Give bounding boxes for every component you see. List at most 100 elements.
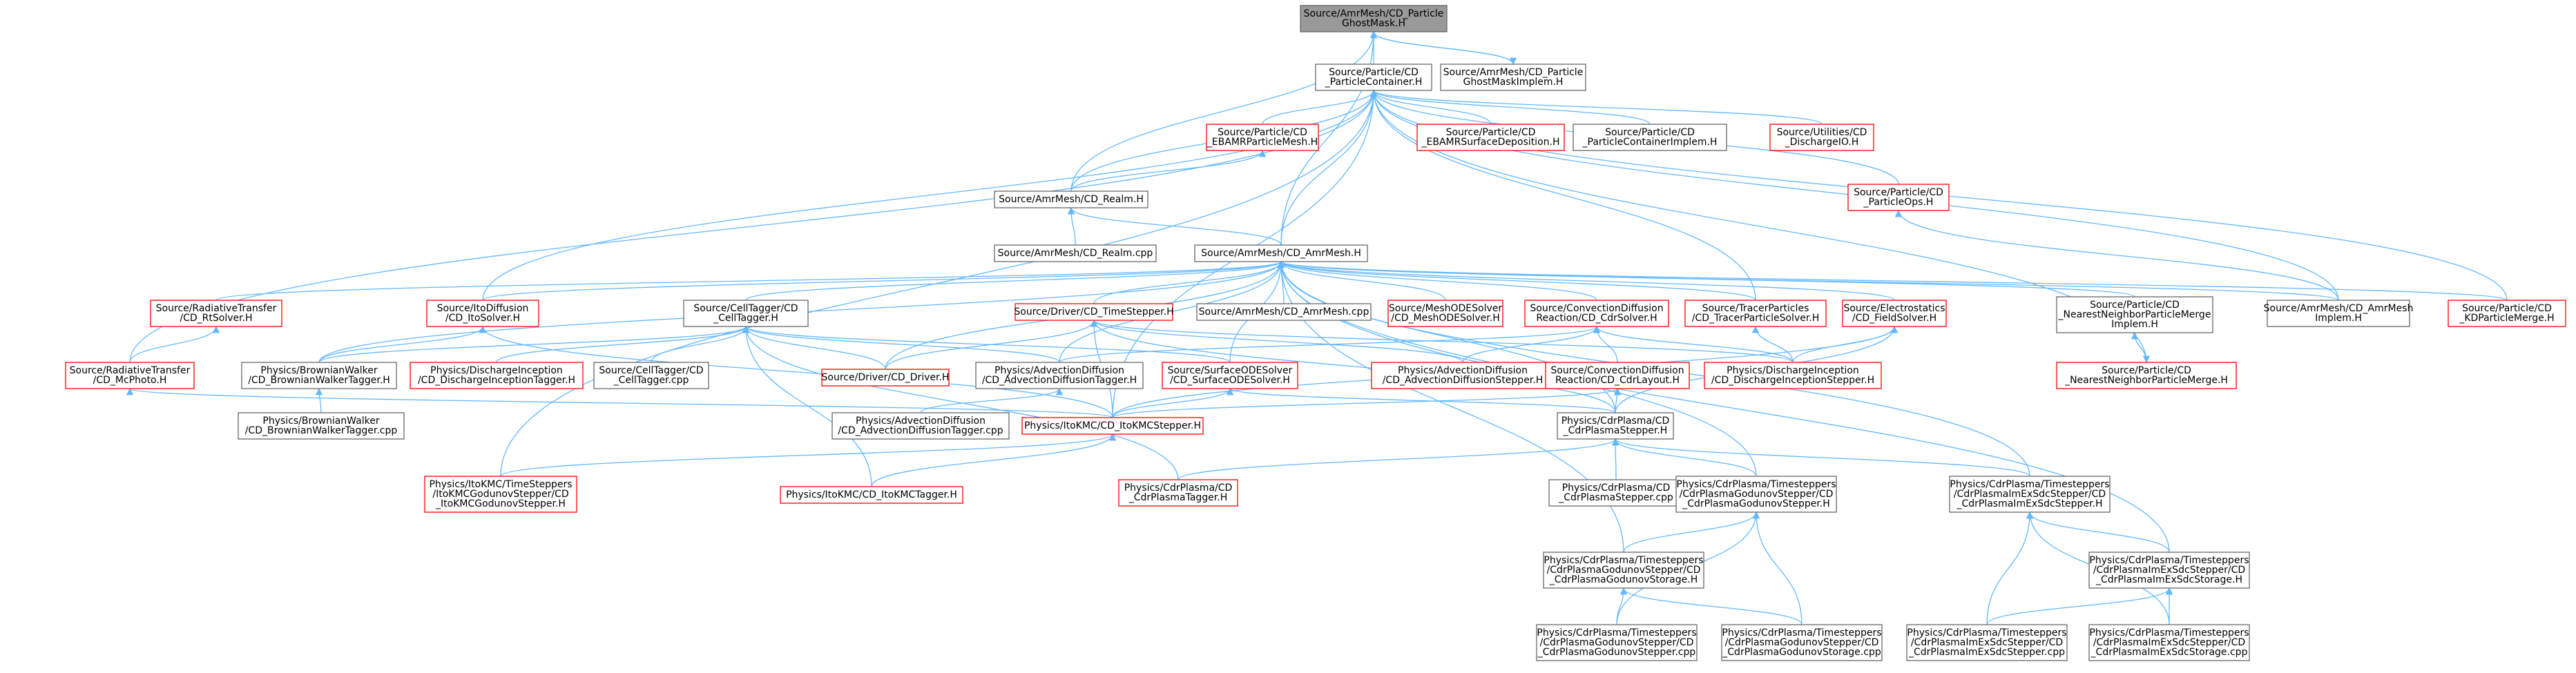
node-box[interactable]: [1949, 476, 2111, 513]
node-cdrpgod[interactable]: Physics/CdrPlasma/Timesteppers/CdrPlasma…: [1675, 476, 1837, 513]
node-box[interactable]: [780, 486, 963, 504]
node-itokmcstepper[interactable]: Physics/ItoKMC/CD_ItoKMCStepper.H: [1021, 417, 1204, 435]
node-cdrpimexcpp[interactable]: Physics/CdrPlasma/Timesteppers/CdrPlasma…: [1906, 624, 2068, 661]
node-box[interactable]: [1543, 552, 1704, 589]
node-box[interactable]: [1573, 124, 1727, 151]
node-itokmctagger[interactable]: Physics/ItoKMC/CD_ItoKMCTagger.H: [780, 486, 963, 504]
node-realmcpp[interactable]: Source/AmrMesh/CD_Realm.cpp: [994, 244, 1157, 262]
node-cdrpgodcpp[interactable]: Physics/CdrPlasma/Timesteppers/CdrPlasma…: [1536, 624, 1698, 661]
node-nnmimpl[interactable]: Source/Particle/CD_NearestNeighborPartic…: [2056, 296, 2213, 333]
node-box[interactable]: [1015, 303, 1173, 321]
node-box[interactable]: [1387, 300, 1503, 327]
node-box[interactable]: [238, 412, 405, 440]
node-box[interactable]: [994, 244, 1157, 262]
node-box[interactable]: [1847, 184, 1950, 211]
node-box[interactable]: [1769, 124, 1874, 151]
node-box[interactable]: [1206, 124, 1319, 151]
node-box[interactable]: [1548, 479, 1684, 507]
node-cdrpgodstor[interactable]: Physics/CdrPlasma/Timesteppers/CdrPlasma…: [1543, 552, 1704, 589]
node-bwtaggercpp[interactable]: Physics/BrownianWalker/CD_BrownianWalker…: [238, 412, 405, 440]
node-driver[interactable]: Source/Driver/CD_Driver.H: [821, 369, 950, 387]
node-box[interactable]: [1440, 64, 1586, 91]
node-timestepper[interactable]: Source/Driver/CD_TimeStepper.H: [1014, 303, 1174, 321]
node-cdrpimexstorcpp[interactable]: Physics/CdrPlasma/Timesteppers/CdrPlasma…: [2088, 624, 2250, 661]
node-cdrsolver[interactable]: Source/ConvectionDiffusionReaction/CD_Cd…: [1524, 300, 1669, 327]
node-box[interactable]: [2056, 296, 2213, 333]
node-box[interactable]: [1684, 300, 1827, 327]
node-box[interactable]: [2088, 552, 2250, 589]
node-box[interactable]: [1021, 417, 1204, 435]
node-box[interactable]: [424, 476, 577, 513]
node-box[interactable]: [1842, 300, 1947, 327]
node-box[interactable]: [975, 362, 1144, 389]
node-box[interactable]: [683, 300, 809, 327]
node-box[interactable]: [1196, 303, 1372, 321]
node-celltagger[interactable]: Source/CellTagger/CD_CellTagger.H: [683, 300, 809, 327]
node-kdmerge[interactable]: Source/Particle/CD_KDParticleMerge.H: [2448, 300, 2566, 327]
node-box[interactable]: [241, 362, 397, 389]
node-mcphoto[interactable]: Source/RadiativeTransfer/CD_McPhoto.H: [65, 362, 195, 389]
node-box[interactable]: [1536, 624, 1698, 661]
node-cdrpstepper[interactable]: Physics/CdrPlasma/CD_CdrPlasmaStepper.H: [1557, 412, 1674, 440]
node-box[interactable]: [1704, 362, 1882, 389]
node-amrmesh[interactable]: Source/AmrMesh/CD_AmrMesh.H: [1194, 244, 1368, 262]
node-box[interactable]: [2267, 300, 2410, 327]
node-celltaggercpp[interactable]: Source/CellTagger/CD_CellTagger.cpp: [593, 362, 709, 389]
node-box[interactable]: [593, 362, 709, 389]
node-gmimpl[interactable]: Source/AmrMesh/CD_ParticleGhostMaskImple…: [1440, 64, 1586, 91]
node-ebamrpm[interactable]: Source/Particle/CD_EBAMRParticleMesh.H: [1206, 124, 1319, 151]
node-advtagger[interactable]: Physics/AdvectionDiffusion/CD_AdvectionD…: [975, 362, 1144, 389]
node-itokmcgod[interactable]: Physics/ItoKMC/TimeSteppers/ItoKMCGoduno…: [424, 476, 577, 513]
node-cdrlayout[interactable]: Source/ConvectionDiffusionReaction/CD_Cd…: [1545, 362, 1690, 389]
node-dischio[interactable]: Source/Utilities/CD_DischargeIO.H: [1769, 124, 1874, 151]
node-advtaggercpp[interactable]: Physics/AdvectionDiffusion/CD_AdvectionD…: [832, 412, 1010, 440]
node-cdrptagger[interactable]: Physics/CdrPlasma/CD_CdrPlasmaTagger.H: [1118, 479, 1238, 507]
node-advstepper[interactable]: Physics/AdvectionDiffusion/CD_AdvectionD…: [1371, 362, 1555, 389]
node-dischstepper[interactable]: Physics/DischargeInception/CD_DischargeI…: [1704, 362, 1882, 389]
node-itosolver[interactable]: Source/ItoDiffusion/CD_ItoSolver.H: [426, 300, 539, 327]
node-box[interactable]: [821, 369, 950, 387]
node-box[interactable]: [1524, 300, 1669, 327]
node-amrmeshcpp[interactable]: Source/AmrMesh/CD_AmrMesh.cpp: [1196, 303, 1372, 321]
node-cdrpgodstorcpp[interactable]: Physics/CdrPlasma/Timesteppers/CdrPlasma…: [1721, 624, 1883, 661]
node-tracer[interactable]: Source/TracerParticles/CD_TracerParticle…: [1684, 300, 1827, 327]
node-box[interactable]: [1371, 362, 1555, 389]
node-box[interactable]: [1118, 479, 1238, 507]
node-fieldsolver[interactable]: Source/Electrostatics/CD_FieldSolver.H: [1842, 300, 1947, 327]
node-rtsolver[interactable]: Source/RadiativeTransfer/CD_RtSolver.H: [150, 300, 282, 327]
node-box[interactable]: [1162, 362, 1298, 389]
node-meshode[interactable]: Source/MeshODESolver/CD_MeshODESolver.H: [1387, 300, 1503, 327]
node-box[interactable]: [1300, 5, 1448, 32]
node-bwtagger[interactable]: Physics/BrownianWalker/CD_BrownianWalker…: [241, 362, 397, 389]
node-box[interactable]: [1416, 124, 1565, 151]
node-box[interactable]: [426, 300, 539, 327]
node-dischtagger[interactable]: Physics/DischargeInception/CD_DischargeI…: [410, 362, 584, 389]
node-box[interactable]: [410, 362, 584, 389]
node-surfaceode[interactable]: Source/SurfaceODESolver/CD_SurfaceODESol…: [1162, 362, 1298, 389]
node-box[interactable]: [1557, 412, 1674, 440]
node-box[interactable]: [1194, 244, 1368, 262]
node-box[interactable]: [832, 412, 1010, 440]
node-cdrpimexstor[interactable]: Physics/CdrPlasma/Timesteppers/CdrPlasma…: [2088, 552, 2250, 589]
node-box[interactable]: [1315, 64, 1432, 91]
node-ebamrsd[interactable]: Source/Particle/CD_EBAMRSurfaceDepositio…: [1416, 124, 1565, 151]
node-cdrpstepcpp[interactable]: Physics/CdrPlasma/CD_CdrPlasmaStepper.cp…: [1548, 479, 1684, 507]
node-box[interactable]: [150, 300, 282, 327]
node-nnmerge[interactable]: Source/Particle/CD_NearestNeighborPartic…: [2056, 362, 2237, 389]
node-pcont[interactable]: Source/Particle/CD_ParticleContainer.H: [1315, 64, 1432, 91]
node-box[interactable]: [65, 362, 195, 389]
node-box[interactable]: [1721, 624, 1883, 661]
node-pcimpl[interactable]: Source/Particle/CD_ParticleContainerImpl…: [1573, 124, 1727, 151]
node-realmh[interactable]: Source/AmrMesh/CD_Realm.H: [994, 191, 1148, 208]
node-box[interactable]: [2088, 624, 2250, 661]
node-box[interactable]: [1545, 362, 1690, 389]
node-box[interactable]: [2448, 300, 2566, 327]
node-box[interactable]: [2056, 362, 2237, 389]
node-box[interactable]: [994, 191, 1148, 208]
node-box[interactable]: [1675, 476, 1837, 513]
node-partops[interactable]: Source/Particle/CD_ParticleOps.H: [1847, 184, 1950, 211]
node-cdrpimex[interactable]: Physics/CdrPlasma/Timesteppers/CdrPlasma…: [1949, 476, 2111, 513]
node-box[interactable]: [1906, 624, 2068, 661]
